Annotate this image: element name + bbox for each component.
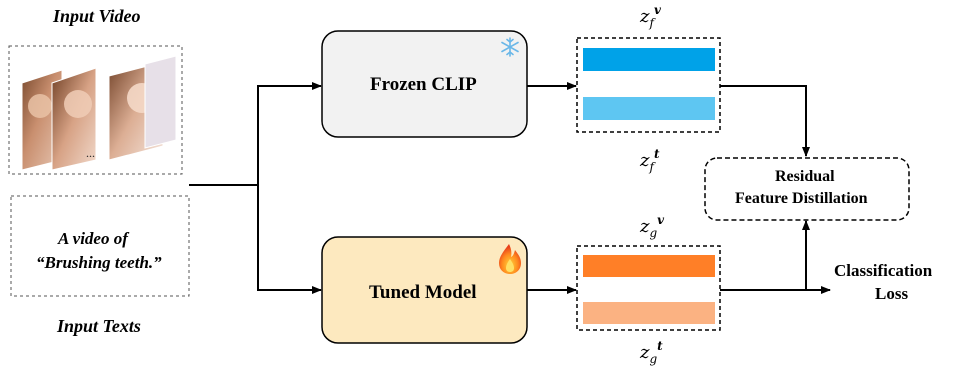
classification-loss-line2: Loss <box>875 284 909 303</box>
arrow-frozen-to-distillation <box>720 85 810 157</box>
text-prompt-line1: A video of <box>58 229 128 248</box>
text-prompt-line2: “Brushing teeth.” <box>36 253 162 272</box>
snowflake-icon <box>501 37 519 57</box>
frozen-clip-label: Frozen CLIP <box>370 74 477 95</box>
tuned-model-label: Tuned Model <box>369 282 477 303</box>
residual-distillation-box <box>704 157 910 221</box>
z-tuned-text-label: zgt <box>640 339 663 366</box>
frozen-text-feature <box>583 97 715 120</box>
input-video-panel <box>8 45 183 175</box>
residual-label-line1: Residual <box>775 168 835 185</box>
frozen-clip-block <box>321 30 528 138</box>
frozen-video-feature <box>583 48 715 71</box>
z-frozen-text-label: zft <box>640 147 660 174</box>
z-frozen-video-label: zfv <box>640 3 661 30</box>
input-video-label: Input Video <box>53 6 141 26</box>
video-ellipsis: ... <box>86 146 95 160</box>
input-text-panel <box>10 195 190 297</box>
classification-loss-line1: Classification <box>834 261 933 280</box>
tuned-text-feature <box>583 302 715 324</box>
residual-label-line2: Feature Distillation <box>735 190 868 207</box>
z-tuned-video-label: zgv <box>640 213 665 240</box>
input-texts-label: Input Texts <box>57 316 141 336</box>
video-frames <box>21 55 177 171</box>
fire-icon <box>499 244 521 274</box>
tuned-video-feature <box>583 255 715 277</box>
